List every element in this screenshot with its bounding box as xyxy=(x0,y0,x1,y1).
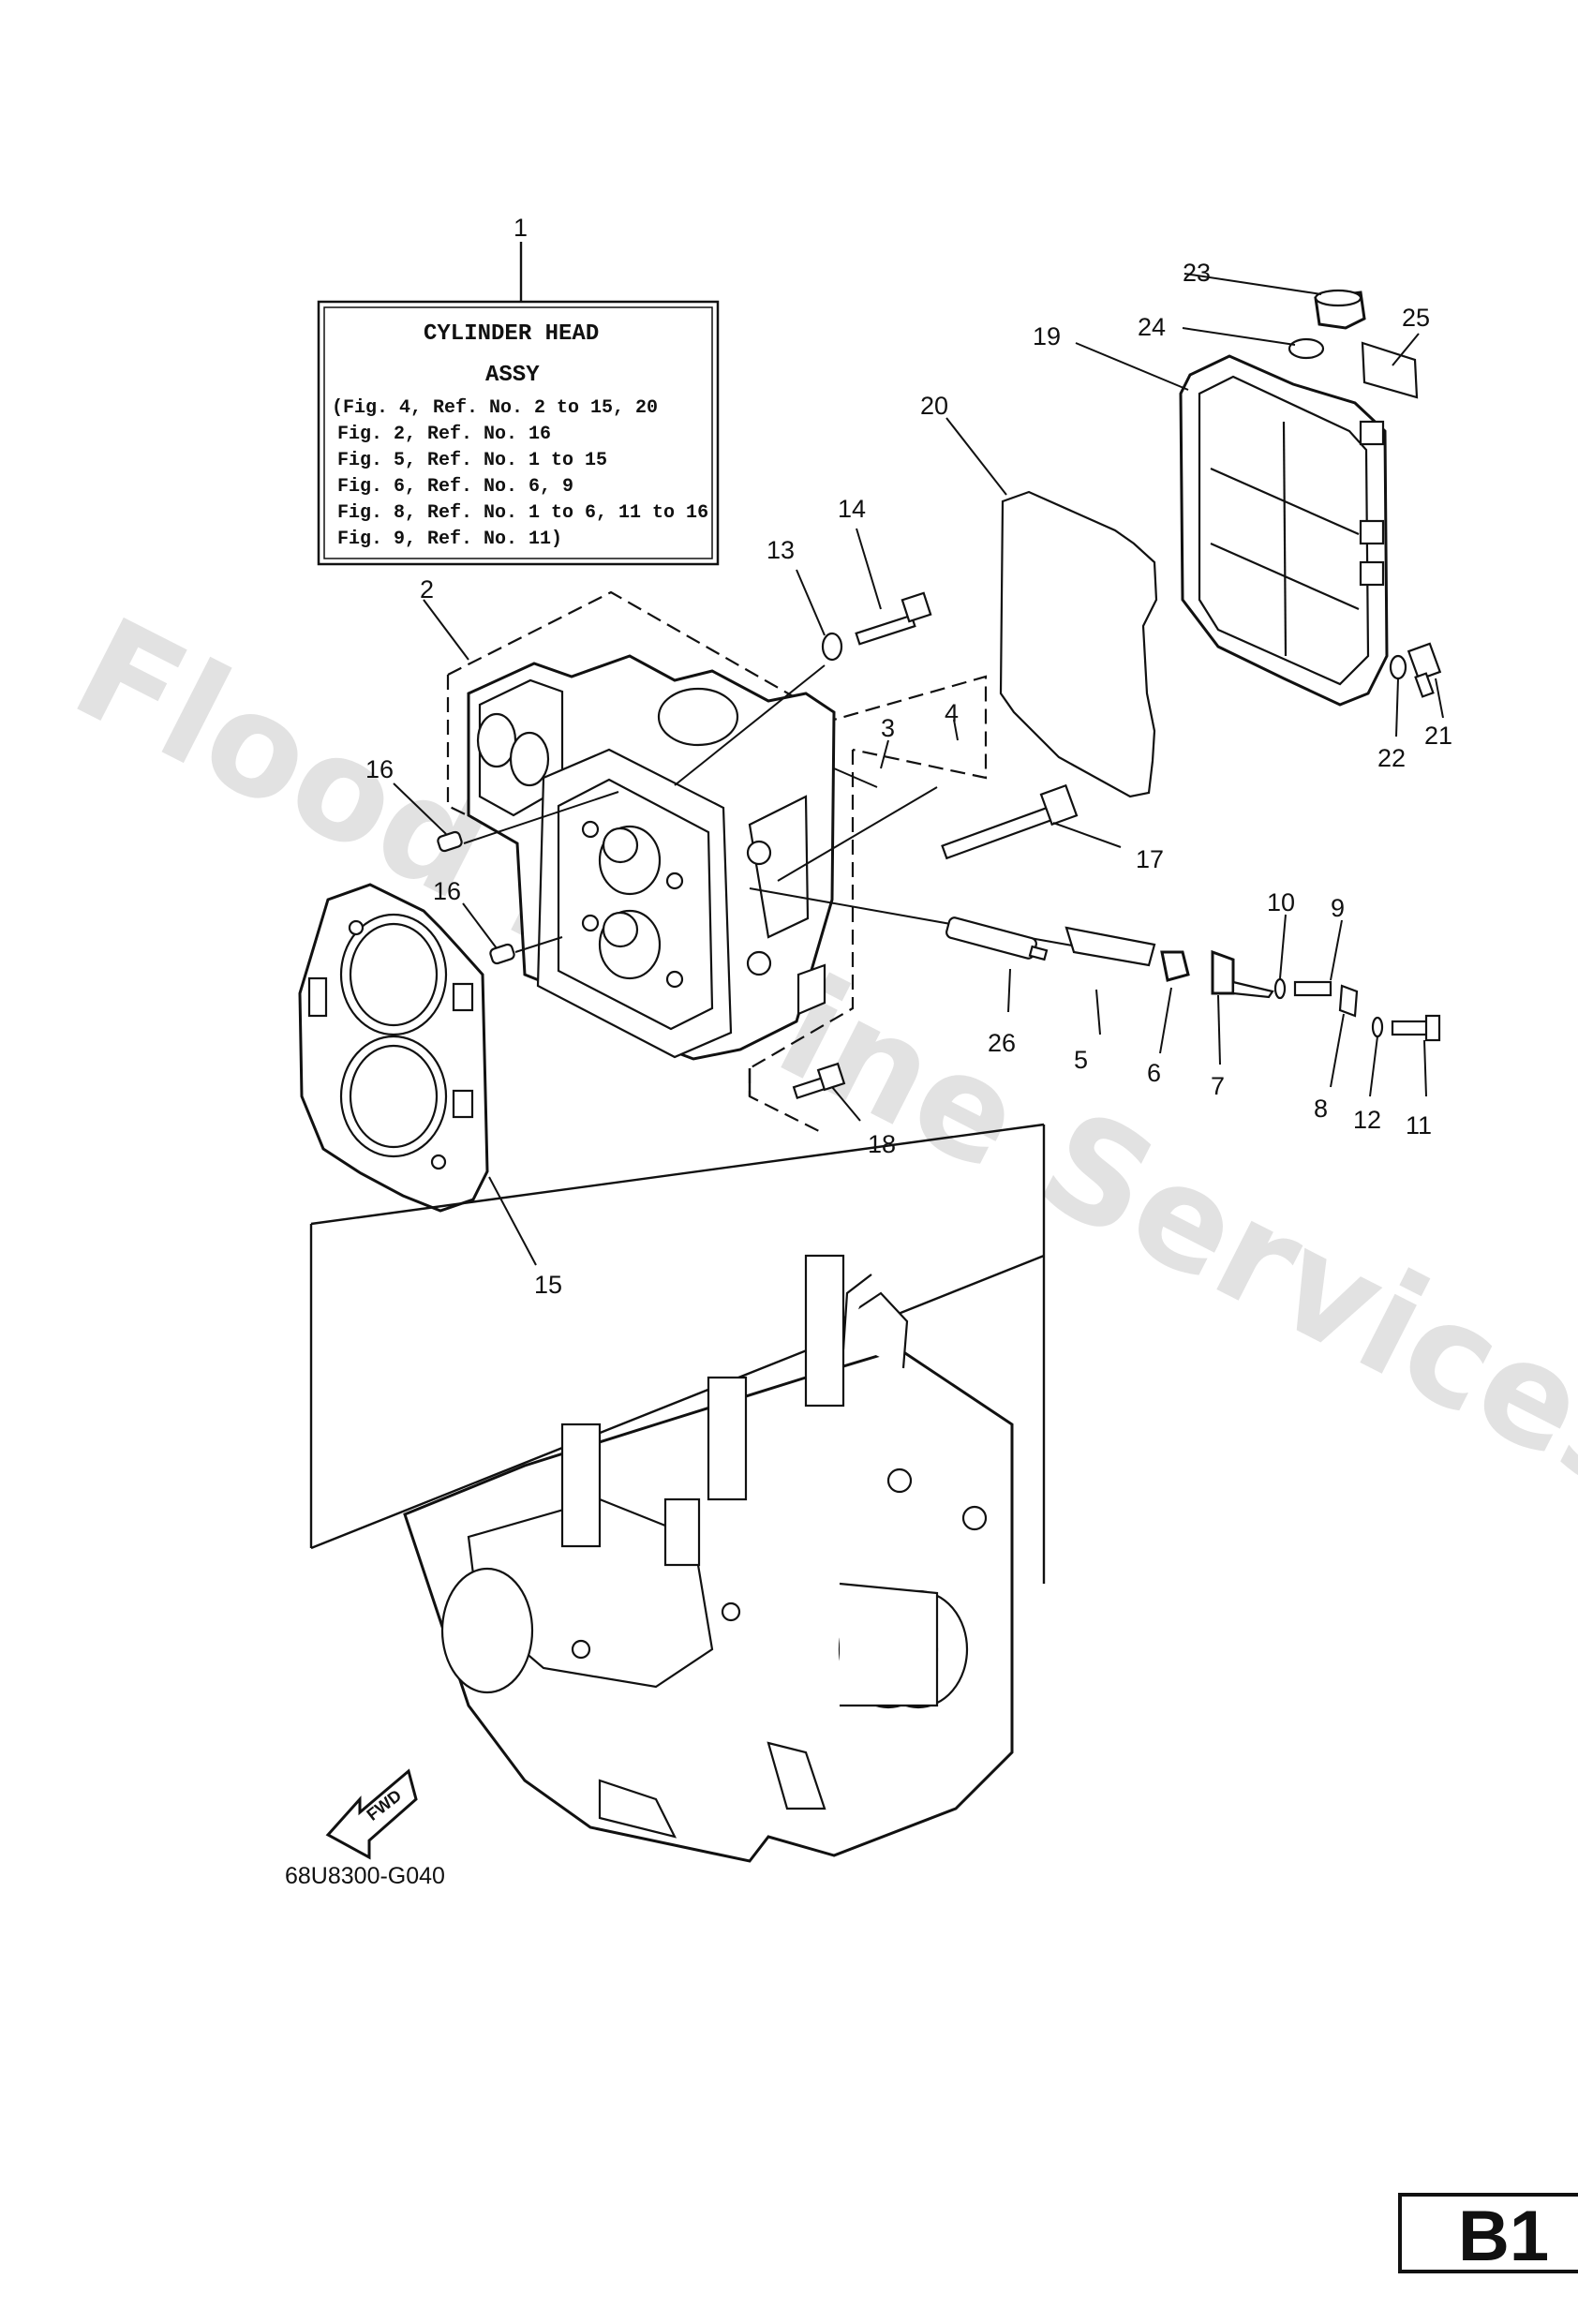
assy-title-line2: ASSY xyxy=(485,363,540,388)
callout-24: 24 xyxy=(1138,313,1166,341)
callout-3: 3 xyxy=(881,714,895,742)
callout-23: 23 xyxy=(1183,259,1211,287)
page-badge-label: B1 xyxy=(1458,2197,1549,2276)
callout-6: 6 xyxy=(1147,1059,1161,1087)
block-frame xyxy=(309,1123,1046,1584)
callout-17: 17 xyxy=(1136,845,1164,873)
cylinder-head xyxy=(467,654,836,1061)
callout-14: 14 xyxy=(838,495,866,523)
fwd-arrow: FWD xyxy=(325,1768,418,1860)
leader-lines xyxy=(463,664,1079,953)
filler-cap xyxy=(1288,289,1419,399)
callout-11: 11 xyxy=(1406,1111,1432,1140)
thermostat-parts xyxy=(1064,926,1359,1018)
callout-9: 9 xyxy=(1331,894,1345,922)
cylinder-block xyxy=(403,1254,1014,1863)
drawing-code: 68U8300-G040 xyxy=(285,1863,445,1889)
callout-26: 26 xyxy=(988,1029,1016,1057)
callout-12: 12 xyxy=(1353,1106,1381,1134)
head-gasket xyxy=(298,883,489,1213)
callout-13: 13 xyxy=(767,536,795,564)
callout-22: 22 xyxy=(1377,744,1406,772)
callout-20: 20 xyxy=(920,392,948,420)
cover-gasket xyxy=(999,490,1158,798)
callout-16: 16 xyxy=(433,877,461,905)
callout-1: 1 xyxy=(514,214,528,242)
callout-7: 7 xyxy=(1211,1072,1225,1100)
assy-ref-line: Fig. 5, Ref. No. 1 to 15 xyxy=(337,450,607,471)
assy-info-box: 1 CYLINDER HEAD ASSY (Fig. 4, Ref. No. 2… xyxy=(317,214,720,566)
assy-ref-line: Fig. 8, Ref. No. 1 to 6, 11 to 16 xyxy=(337,502,708,524)
page-badge: B1 xyxy=(1398,2193,1578,2276)
assy-ref-line: Fig. 6, Ref. No. 6, 9 xyxy=(337,476,573,498)
callout-25: 25 xyxy=(1402,304,1430,332)
callout-2: 2 xyxy=(420,575,434,603)
cylinder-head-cover xyxy=(1179,354,1389,707)
callout-8: 8 xyxy=(1314,1095,1328,1123)
callout-5: 5 xyxy=(1074,1046,1088,1074)
callout-19: 19 xyxy=(1033,322,1061,350)
assy-ref-line: Fig. 2, Ref. No. 16 xyxy=(337,424,551,445)
bolts xyxy=(792,591,1442,1099)
dowel-pins xyxy=(437,830,515,965)
callout-15: 15 xyxy=(534,1271,562,1299)
spark-plug xyxy=(945,916,1049,961)
assy-title-line1: CYLINDER HEAD xyxy=(424,321,599,347)
assy-ref-line: Fig. 9, Ref. No. 11) xyxy=(337,529,562,550)
callout-4: 4 xyxy=(945,699,959,727)
assy-ref-line: (Fig. 4, Ref. No. 2 to 15, 20 xyxy=(332,397,658,419)
callout-18: 18 xyxy=(868,1130,896,1158)
callout-10: 10 xyxy=(1267,888,1295,916)
callouts: 2 3 4 5 6 7 8 9 10 11 12 13 14 15 16 16 … xyxy=(365,259,1452,1299)
callout-16: 16 xyxy=(365,755,394,783)
callout-21: 21 xyxy=(1424,722,1452,750)
